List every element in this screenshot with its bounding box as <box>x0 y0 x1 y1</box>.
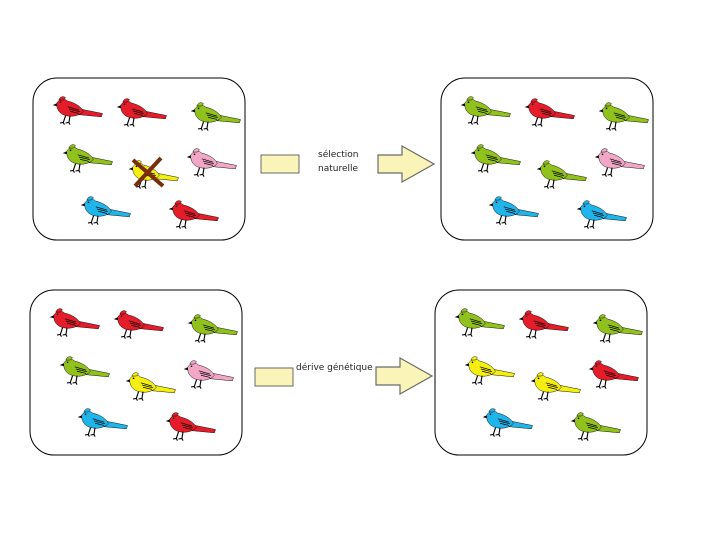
label-natural-selection: sélection naturelle <box>318 148 388 176</box>
population-before <box>29 289 243 456</box>
process-row <box>32 77 654 241</box>
label-line: dérive génétique <box>296 363 373 373</box>
right-arrow-icon <box>375 356 434 396</box>
label-line: naturelle <box>318 164 359 174</box>
cross-mark <box>133 156 163 188</box>
population-after <box>440 77 654 241</box>
process-row <box>29 289 648 456</box>
right-arrow-icon <box>377 144 436 184</box>
connector-bar <box>254 367 294 387</box>
population-frame <box>32 77 246 241</box>
population-after <box>434 289 648 456</box>
connector-bar <box>260 154 300 174</box>
label-genetic-drift: dérive génétique <box>296 361 386 375</box>
population-before <box>32 77 246 241</box>
population-frame <box>440 77 654 241</box>
label-line: sélection <box>318 150 359 160</box>
